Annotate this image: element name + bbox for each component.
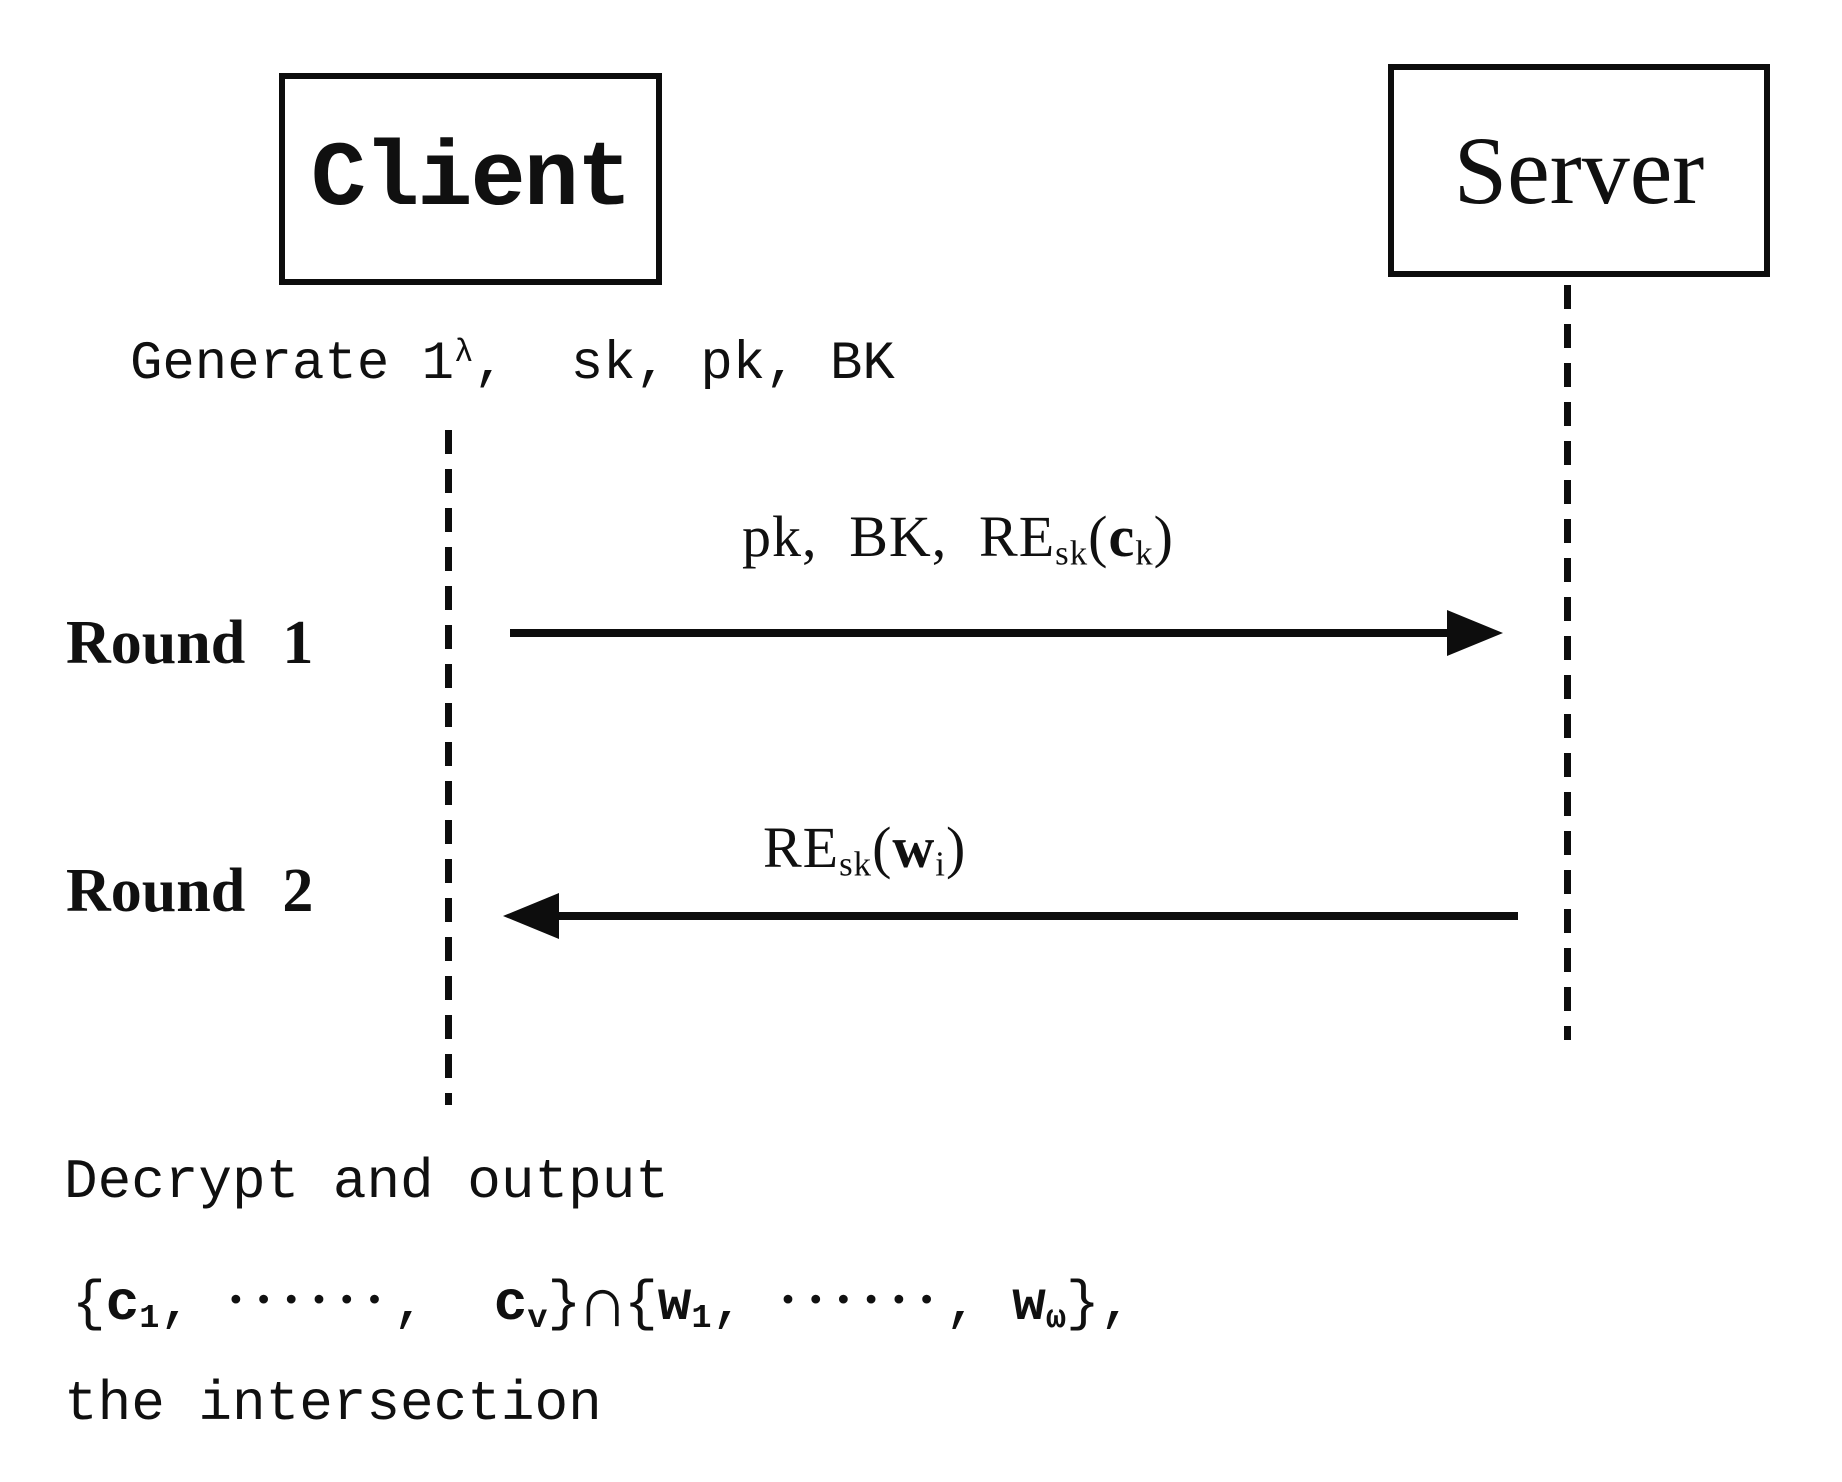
client-lifeline	[445, 430, 452, 1105]
expr-separator-1: ,	[159, 1271, 227, 1336]
expr-close-brace-2: }	[1066, 1271, 1100, 1336]
expr-open-brace-2: {	[624, 1271, 658, 1336]
round1-message-pre: pk, BK, RE	[742, 504, 1056, 569]
expr-cv: c	[493, 1271, 528, 1336]
round1-arrow-shaft	[510, 629, 1450, 637]
expr-c1-subscript: 1	[139, 1300, 160, 1339]
round1-message-open-paren: (	[1088, 504, 1109, 569]
expr-w1-subscript: 1	[691, 1300, 712, 1339]
expr-ww: w	[1012, 1271, 1046, 1336]
round2-message-close-paren: )	[945, 815, 967, 880]
lambda-superscript: λ	[454, 334, 474, 372]
round1-label: Round 1	[66, 609, 314, 677]
generate-note-text: Generate 1	[130, 334, 455, 395]
expr-ellipsis-1: ••••••	[226, 1284, 393, 1320]
round1-arrowhead-right-icon	[1447, 610, 1503, 656]
intersection-symbol: ∩	[581, 1266, 625, 1348]
expr-separator-4: ,	[945, 1271, 1013, 1336]
round2-arrowhead-left-icon	[503, 893, 559, 939]
intersection-expression: {c1, ••••••, cv}∩{w1, ••••••, wω},	[72, 1266, 1133, 1348]
round2-message-sk-subscript: sk	[839, 844, 873, 884]
server-lifeline	[1564, 285, 1571, 1040]
round2-message-arg-subscript: i	[935, 844, 946, 884]
expr-cv-subscript: v	[527, 1300, 548, 1339]
round1-message: pk, BK, REsk(ck)	[742, 503, 1174, 574]
round2-message-pre: RE	[763, 815, 840, 880]
round2-message-arg: w	[892, 815, 936, 880]
decrypt-output-line: Decrypt and output	[64, 1150, 669, 1214]
round2-message-open-paren: (	[872, 815, 893, 880]
expr-close-brace-1: }	[547, 1271, 582, 1336]
round1-message-sk-subscript: sk	[1055, 533, 1089, 573]
client-label: Client	[310, 126, 632, 232]
round1-message-arg: c	[1108, 504, 1136, 569]
server-box: Server	[1388, 64, 1770, 277]
expr-ww-subscript: ω	[1045, 1300, 1067, 1339]
client-box: Client	[279, 73, 662, 285]
expr-trailing-comma: ,	[1099, 1271, 1134, 1336]
expr-c1: c	[105, 1271, 140, 1336]
round2-label: Round 2	[66, 857, 314, 925]
expr-separator-3: ,	[711, 1271, 779, 1336]
expr-separator-2: ,	[392, 1271, 494, 1336]
expr-open-brace-1: {	[72, 1271, 106, 1336]
expr-ellipsis-2: ••••••	[778, 1284, 946, 1320]
generate-note-keys: , sk, pk, BK	[473, 334, 895, 395]
client-generate-note: Generate 1λ, sk, pk, BK	[130, 334, 895, 395]
server-label: Server	[1453, 117, 1705, 224]
round2-message: REsk(wi)	[763, 814, 966, 885]
intersection-caption-line: the intersection	[64, 1372, 602, 1436]
round2-arrow-shaft	[552, 912, 1518, 920]
expr-w1: w	[657, 1271, 692, 1336]
round1-message-arg-subscript: k	[1135, 533, 1154, 573]
round1-message-close-paren: )	[1153, 504, 1174, 569]
